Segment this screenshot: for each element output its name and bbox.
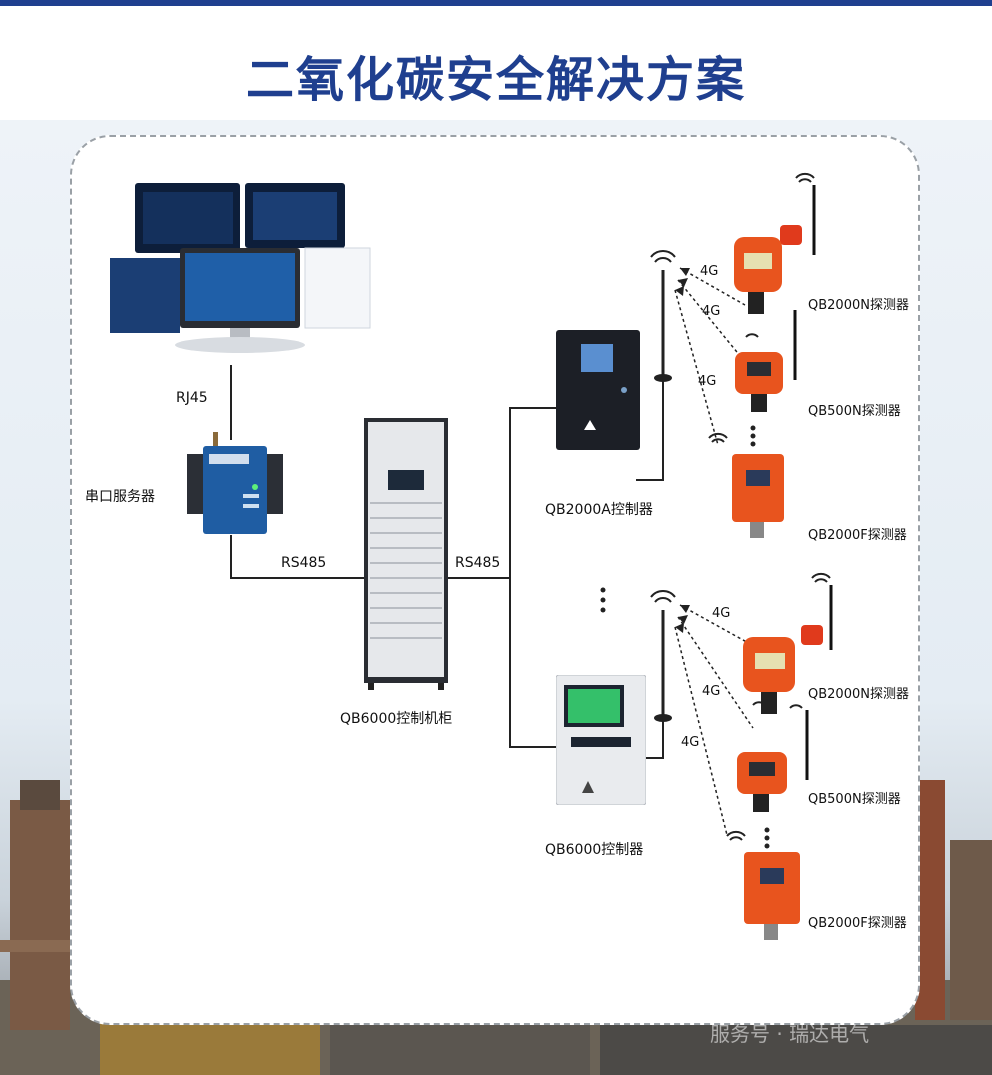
controller-a-label: QB2000A控制器 [545, 502, 653, 518]
top-accent-bar [0, 0, 992, 6]
controller-b-label: QB6000控制器 [545, 842, 644, 858]
detector-label: QB2000F探测器 [808, 528, 907, 543]
signal-4g-label: 4G [698, 374, 717, 389]
qb500n-detector-device-2 [737, 710, 809, 812]
signal-4g-label: 4G [702, 684, 721, 699]
qb6000-controller-device [556, 675, 646, 805]
monitoring-platform-screens [110, 183, 371, 353]
page-title: 二氧化碳安全解决方案 [245, 52, 746, 108]
detector-label: QB500N探测器 [808, 404, 901, 419]
serial-server-label: 串口服务器 [85, 489, 155, 505]
qb2000f-detector-device [732, 454, 784, 538]
rs485-right-label: RS485 [455, 555, 501, 571]
watermark-text: 服务号 · 瑞达电气 [710, 1022, 870, 1046]
signal-4g-label: 4G [702, 304, 721, 319]
serial-server-device [187, 432, 283, 534]
signal-4g-label: 4G [700, 264, 719, 279]
industrial-background [0, 780, 992, 1075]
control-cabinet [364, 418, 448, 690]
detector-label: QB2000N探测器 [808, 687, 909, 702]
rs485-left-label: RS485 [281, 555, 327, 571]
signal-4g-label: 4G [681, 735, 700, 750]
qb500n-detector-device [735, 310, 797, 412]
detector-label: QB2000F探测器 [808, 916, 907, 931]
signal-4g-label: 4G [712, 606, 731, 621]
qb2000n-detector-device-2 [743, 585, 833, 714]
detector-label: QB2000N探测器 [808, 298, 909, 313]
qb2000a-controller-device [556, 330, 640, 450]
qb2000f-detector-device-2 [744, 852, 800, 940]
detector-label: QB500N探测器 [808, 792, 901, 807]
cabinet-label: QB6000控制机柜 [340, 711, 453, 727]
rj45-label: RJ45 [176, 390, 208, 406]
qb2000n-detector-device [734, 185, 816, 314]
